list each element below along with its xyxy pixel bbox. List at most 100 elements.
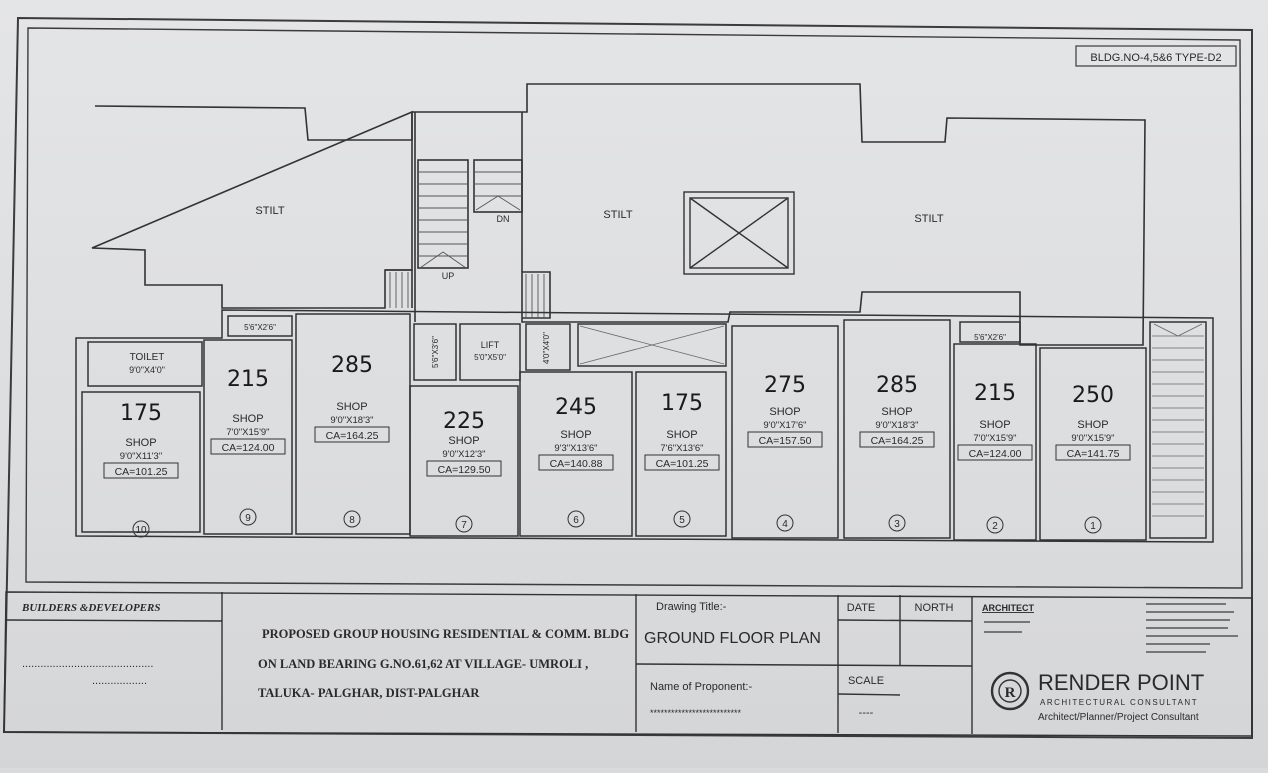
stair-dn-label: DN bbox=[497, 214, 510, 224]
carpet-area-box bbox=[426, 460, 502, 477]
shop-label: SHOP bbox=[560, 429, 591, 441]
shop-labels: 175SHOP9'0"X11'3"CA=101.2510215SHOP7'0"X… bbox=[103, 353, 1131, 538]
carpet-area: CA=164.25 bbox=[871, 435, 924, 447]
sheet-tag: BLDG.NO-4,5&6 TYPE-D2 bbox=[1090, 52, 1221, 64]
shop-number-circle bbox=[239, 508, 257, 526]
carpet-area-box bbox=[1055, 444, 1131, 461]
date-label: DATE bbox=[847, 602, 876, 614]
architect-details-smudge bbox=[984, 603, 1238, 653]
proponent-value: ************************** bbox=[650, 708, 742, 718]
architect-label: ARCHITECT bbox=[982, 603, 1034, 613]
shop-number-circle bbox=[888, 514, 906, 532]
handwritten-area: 175 bbox=[661, 391, 703, 416]
handwritten-area: 175 bbox=[120, 401, 162, 426]
duct-right-size: 5'6"X2'6" bbox=[974, 333, 1006, 342]
shop-size: 7'0"X15'9" bbox=[973, 433, 1016, 444]
duct-left-size: 5'6"X2'6" bbox=[244, 323, 276, 332]
handwritten-area: 275 bbox=[764, 373, 806, 398]
carpet-area: CA=124.00 bbox=[222, 442, 275, 454]
shop-number-circle bbox=[455, 515, 473, 533]
duct-v1-size: 5'6"X3'6" bbox=[431, 336, 440, 368]
carpet-area: CA=124.00 bbox=[969, 448, 1022, 460]
scale-label: SCALE bbox=[848, 675, 884, 687]
carpet-area: CA=101.25 bbox=[656, 458, 709, 470]
stilt-center-label: STILT bbox=[603, 209, 632, 221]
carpet-area-box bbox=[103, 462, 179, 479]
shop-size: 9'0"X17'6" bbox=[763, 420, 806, 431]
shop-number: 9 bbox=[245, 513, 251, 524]
stilt-right-label: STILT bbox=[914, 213, 943, 225]
shop-size: 7'6"X13'6" bbox=[660, 443, 703, 454]
builders-dots-1: ........................................… bbox=[22, 658, 153, 670]
lift-size: 5'0"X5'0" bbox=[474, 353, 506, 362]
shop-number-circle bbox=[673, 510, 691, 528]
drawing-title: GROUND FLOOR PLAN bbox=[644, 630, 821, 647]
handwritten-area: 225 bbox=[443, 409, 485, 434]
shop-label: SHOP bbox=[232, 413, 263, 425]
carpet-area-box bbox=[210, 438, 286, 455]
sheet-tag-box bbox=[1075, 45, 1237, 67]
shop-label: SHOP bbox=[881, 406, 912, 418]
carpet-area: CA=129.50 bbox=[438, 464, 491, 476]
logo-letter: R bbox=[1005, 685, 1016, 701]
scale-value: ---- bbox=[859, 707, 874, 719]
carpet-area-box bbox=[314, 426, 390, 443]
shop-label: SHOP bbox=[336, 401, 367, 413]
shop-label: SHOP bbox=[769, 406, 800, 418]
drawing-title-label: Drawing Title:- bbox=[656, 601, 727, 613]
carpet-area: CA=141.75 bbox=[1067, 448, 1120, 460]
shop-size: 9'0"X12'3" bbox=[442, 449, 485, 460]
stair-treads bbox=[389, 171, 545, 318]
shop-label: SHOP bbox=[125, 437, 156, 449]
project-line-3: TALUKA- PALGHAR, DIST-PALGHAR bbox=[258, 686, 480, 700]
proponent-label: Name of Proponent:- bbox=[650, 681, 752, 693]
firm-subtitle: ARCHITECTURAL CONSULTANT bbox=[1040, 698, 1198, 707]
render-point-logo: R bbox=[990, 671, 1030, 711]
shop-row-walls bbox=[75, 309, 1214, 543]
carpet-area-box bbox=[957, 444, 1033, 461]
handwritten-area: 250 bbox=[1072, 383, 1114, 408]
building-outline bbox=[91, 83, 1146, 346]
outer-border bbox=[2, 16, 1253, 740]
north-label: NORTH bbox=[915, 602, 954, 614]
handwritten-area: 215 bbox=[974, 381, 1016, 406]
lift-label: LIFT bbox=[481, 340, 500, 350]
shop-number: 7 bbox=[461, 520, 467, 531]
handwritten-area: 215 bbox=[227, 367, 269, 392]
toilet-label: TOILET bbox=[130, 352, 165, 363]
builders-label: BUILDERS &DEVELOPERS bbox=[21, 602, 160, 614]
shop-number-circle bbox=[1084, 516, 1102, 534]
firm-name: RENDER POINT bbox=[1038, 670, 1204, 695]
handwritten-area: 285 bbox=[331, 353, 373, 378]
shop-number: 1 bbox=[1090, 521, 1096, 532]
shop-size: 9'0"X15'9" bbox=[1071, 433, 1114, 444]
carpet-area: CA=164.25 bbox=[326, 430, 379, 442]
shop-size: 9'0"X18'3" bbox=[330, 415, 373, 426]
shop-number: 4 bbox=[782, 519, 788, 530]
shop-number-circle bbox=[986, 516, 1004, 534]
carpet-area-box bbox=[747, 431, 823, 448]
toilet-size: 9'0"X4'0" bbox=[129, 365, 165, 375]
carpet-area-box bbox=[644, 454, 720, 471]
shop-size: 9'3"X13'6" bbox=[554, 443, 597, 454]
carpet-area: CA=140.88 bbox=[550, 458, 603, 470]
handwritten-area: 245 bbox=[555, 395, 597, 420]
project-line-1: PROPOSED GROUP HOUSING RESIDENTIAL & COM… bbox=[262, 627, 629, 641]
shop-label: SHOP bbox=[448, 435, 479, 447]
shop-size: 9'0"X11'3" bbox=[120, 451, 162, 462]
handwritten-area: 285 bbox=[876, 373, 918, 398]
open-cutout bbox=[683, 191, 795, 275]
shop-number: 10 bbox=[135, 525, 147, 536]
shop-number-circle bbox=[567, 510, 585, 528]
shop-number: 5 bbox=[679, 515, 685, 526]
shop-number: 3 bbox=[894, 519, 900, 530]
